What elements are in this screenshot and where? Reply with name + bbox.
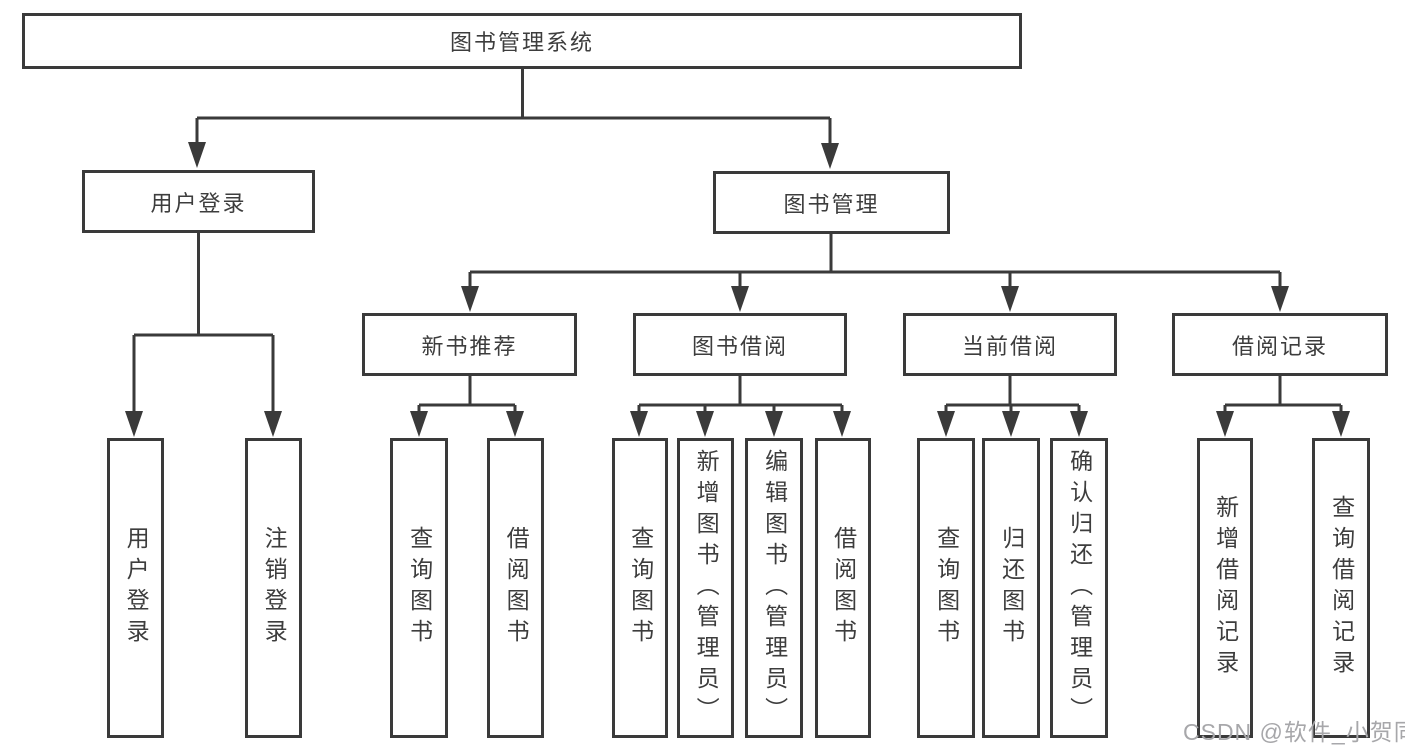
leaf-borrow-books-recommend: 借阅图书 xyxy=(487,438,544,738)
arrowheads xyxy=(125,142,1350,437)
node-borrow-records: 借阅记录 xyxy=(1172,313,1388,376)
leaf-add-borrow-record: 新增借阅记录 xyxy=(1197,438,1253,738)
leaf-edit-books-admin: 编辑图书（管理员） xyxy=(745,438,803,738)
leaf-query-borrow-record: 查询借阅记录 xyxy=(1312,438,1370,738)
node-root: 图书管理系统 xyxy=(22,13,1022,69)
node-current-borrow: 当前借阅 xyxy=(903,313,1117,376)
leaf-query-books-current: 查询图书 xyxy=(917,438,975,738)
leaf-return-books: 归还图书 xyxy=(982,438,1040,738)
node-new-book-recommend: 新书推荐 xyxy=(362,313,577,376)
node-user-login: 用户登录 xyxy=(82,170,315,233)
leaf-user-login: 用户登录 xyxy=(107,438,164,738)
leaf-confirm-return-admin: 确认归还（管理员） xyxy=(1050,438,1108,738)
leaf-query-books-recommend: 查询图书 xyxy=(390,438,448,738)
csdn-watermark: CSDN @软件_小贺同学 xyxy=(1183,719,1405,745)
node-book-management: 图书管理 xyxy=(713,171,950,234)
leaf-query-books-borrow: 查询图书 xyxy=(612,438,668,738)
leaf-add-books-admin: 新增图书（管理员） xyxy=(677,438,734,738)
leaf-borrow-books: 借阅图书 xyxy=(815,438,871,738)
node-book-borrow: 图书借阅 xyxy=(633,313,847,376)
leaf-logout: 注销登录 xyxy=(245,438,302,738)
